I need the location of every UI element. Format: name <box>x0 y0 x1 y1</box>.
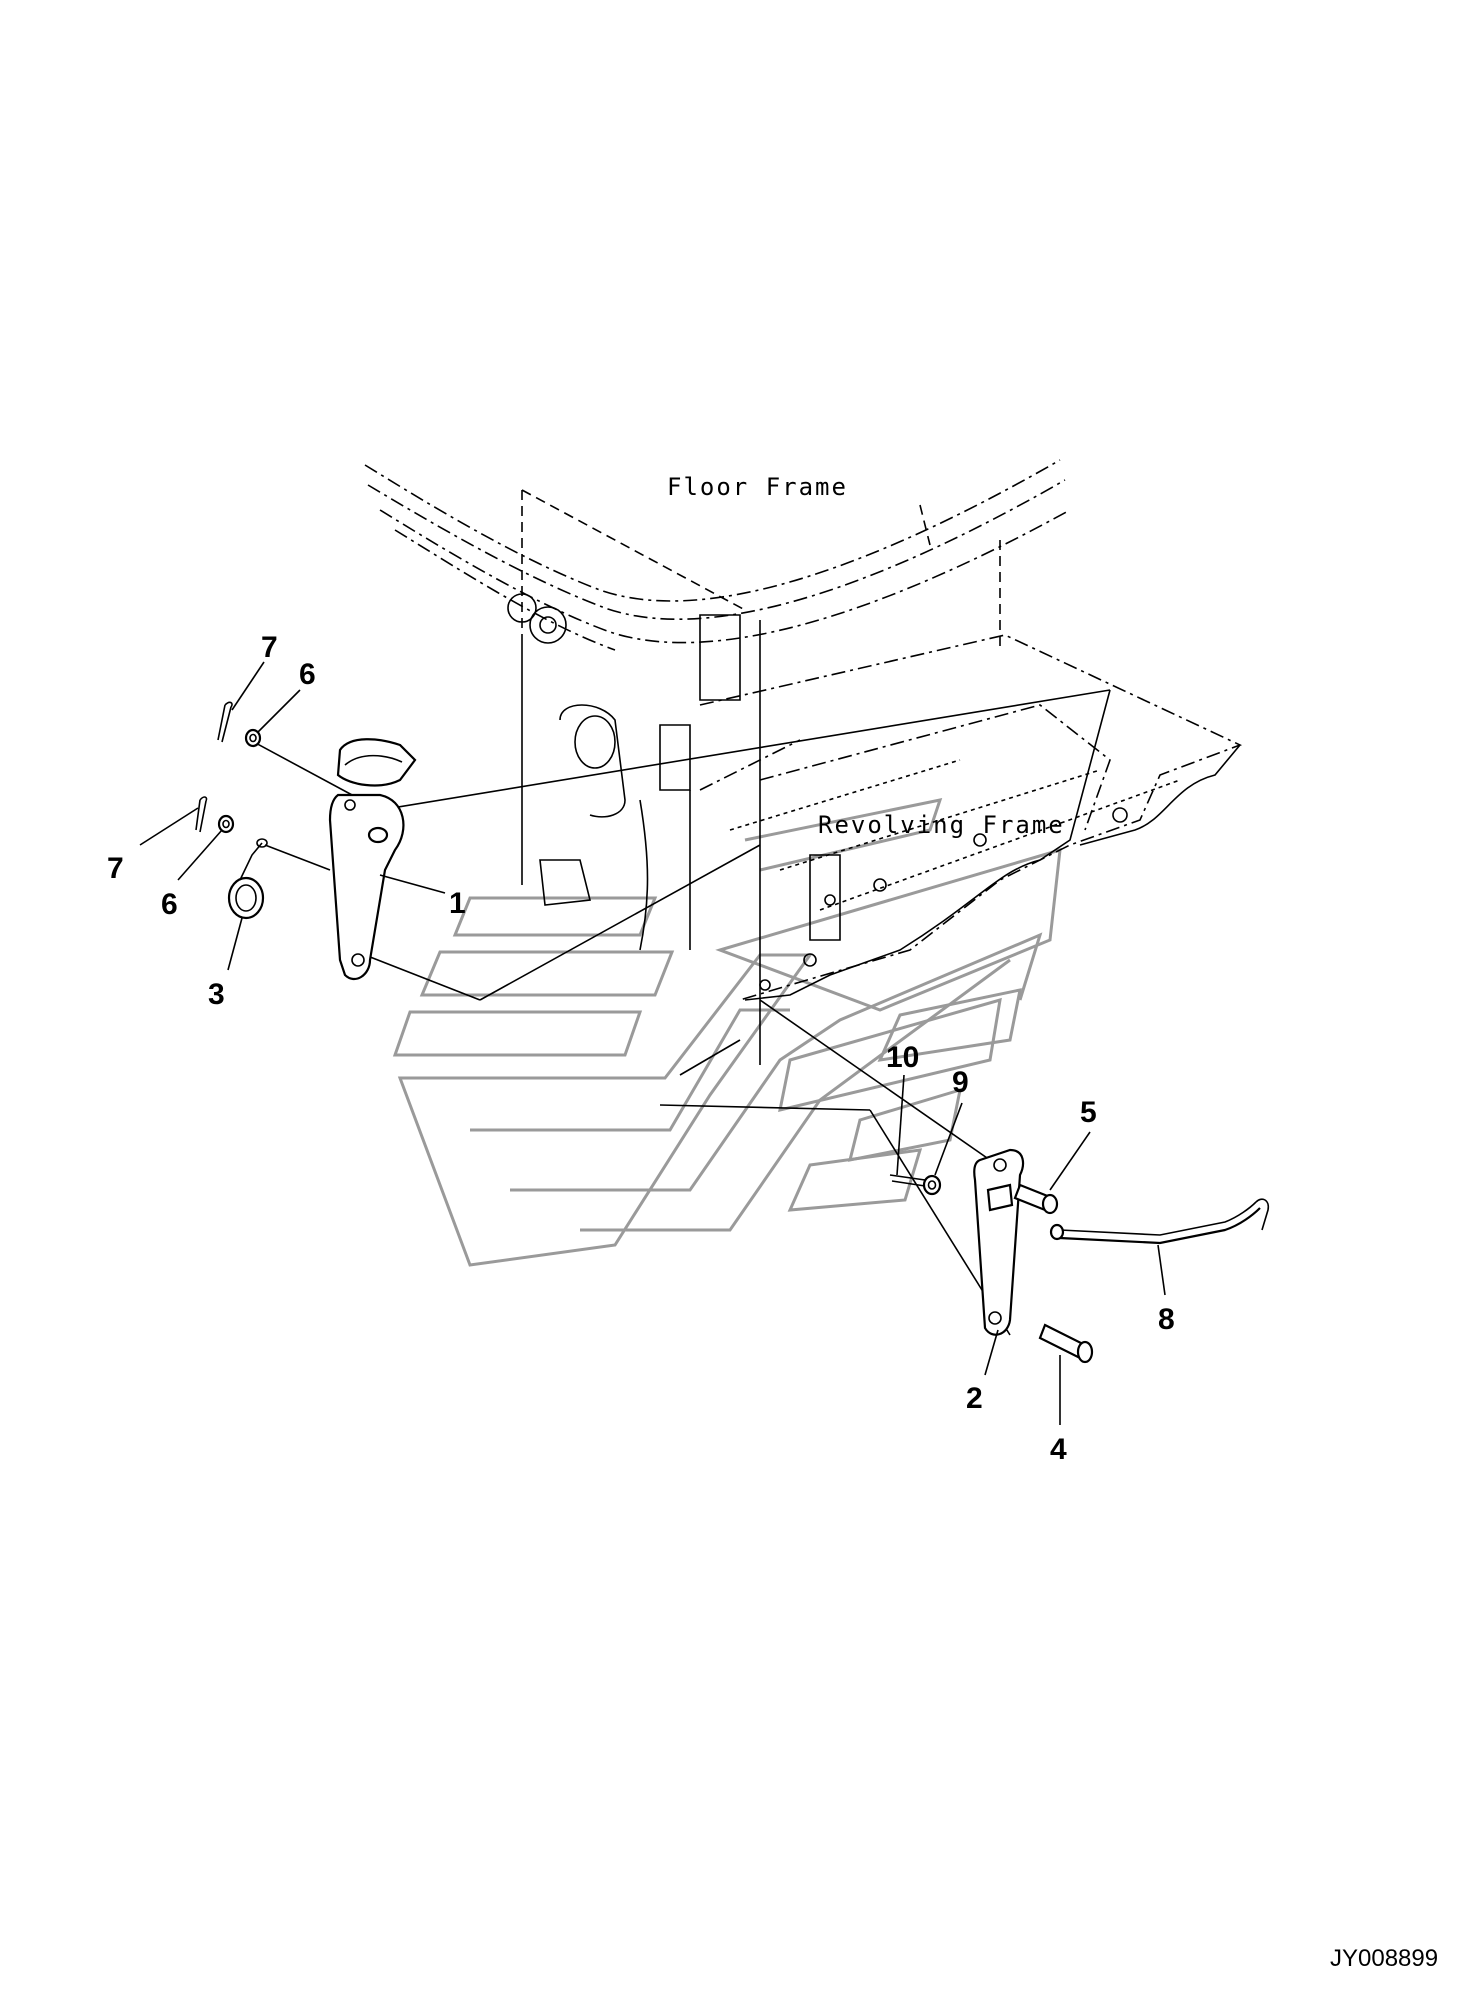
callout-1: 1 <box>449 887 466 920</box>
watermark-logo <box>392 798 1062 1267</box>
drawing-id: JY008899 <box>1330 1945 1438 1972</box>
callout-9: 9 <box>952 1066 969 1099</box>
callout-10: 10 <box>886 1041 919 1074</box>
part-6-washer-lower <box>217 814 235 834</box>
callout-5: 5 <box>1080 1096 1097 1129</box>
callout-2: 2 <box>966 1382 983 1415</box>
callout-7-lower: 7 <box>107 852 124 885</box>
part-4-pin <box>1038 1323 1094 1364</box>
side-frame-plate <box>521 614 841 1065</box>
part-8-rod <box>1049 1198 1270 1245</box>
part-6-washer-upper <box>244 728 262 748</box>
callout-4: 4 <box>1050 1433 1067 1466</box>
part-2-lever <box>973 1148 1025 1336</box>
part-1-lever <box>328 738 417 981</box>
part-7-cotter-pin-upper <box>217 701 233 743</box>
callout-6-upper: 6 <box>299 658 316 691</box>
part-5-pin <box>1013 1183 1059 1215</box>
revolving-frame-label: Revolving Frame <box>818 811 1065 839</box>
leader-lines <box>249 689 1111 1336</box>
part-3-spring <box>227 838 268 920</box>
callout-leaders <box>139 661 1166 1425</box>
revolving-frame-outline <box>699 634 1243 1001</box>
part-7-cotter-pin-lower <box>195 796 208 833</box>
floor-frame-label: Floor Frame <box>667 473 848 501</box>
floor-frame-outline <box>364 459 1071 651</box>
callout-6-lower: 6 <box>161 888 178 921</box>
part-9-washer <box>922 1174 942 1196</box>
part-10-cotter-pin <box>889 1174 926 1187</box>
callout-7-upper: 7 <box>261 631 278 664</box>
callout-3: 3 <box>208 978 225 1011</box>
callout-8: 8 <box>1158 1303 1175 1336</box>
